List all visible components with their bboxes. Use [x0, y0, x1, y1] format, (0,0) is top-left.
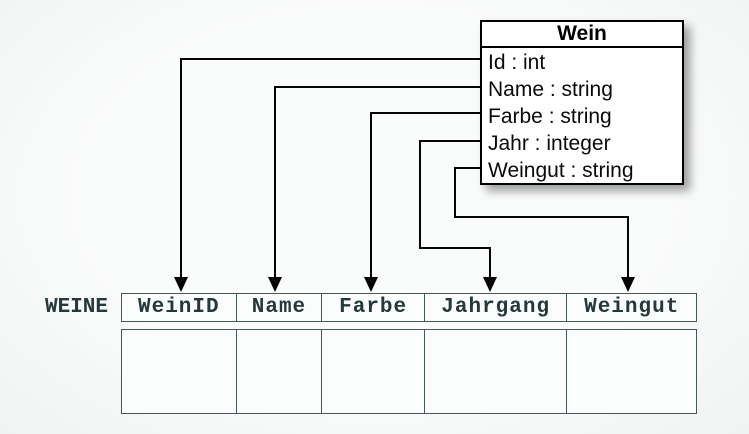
class-attributes: Id : int Name : string Farbe : string Ja… — [482, 48, 682, 184]
table-cell — [122, 330, 237, 413]
class-attribute-farbe: Farbe : string — [488, 105, 612, 128]
column-header-jahrgang: Jahrgang — [425, 294, 568, 321]
connector-id-to-weinid — [180, 58, 482, 278]
class-attribute-weingut: Weingut : string — [488, 159, 634, 182]
arrowhead-weingut — [621, 277, 635, 292]
uml-class-box-wein: Wein Id : int Name : string Farbe : stri… — [480, 20, 684, 185]
table-cell — [237, 330, 323, 413]
arrowhead-jahrgang — [483, 277, 497, 292]
class-attribute-id: Id : int — [488, 51, 546, 74]
table-cell — [567, 330, 696, 413]
table-cell — [322, 330, 425, 413]
table-name-label: WEINE — [44, 296, 108, 319]
arrowhead-weinid — [174, 277, 188, 292]
class-attribute-jahr: Jahr : integer — [488, 132, 611, 155]
arrowhead-name — [268, 277, 282, 292]
class-attribute-name: Name : string — [488, 78, 613, 101]
arrowhead-farbe — [364, 277, 378, 292]
table-header-row: WeinID Name Farbe Jahrgang Weingut — [121, 293, 697, 322]
column-header-weinid: WeinID — [122, 294, 237, 321]
connector-farbe-to-farbe — [370, 112, 482, 278]
column-header-farbe: Farbe — [322, 294, 425, 321]
table-cell — [425, 330, 568, 413]
column-header-weingut: Weingut — [584, 296, 680, 319]
class-title: Wein — [482, 22, 682, 48]
table-row — [121, 329, 697, 414]
column-header-name: Name — [237, 294, 323, 321]
connector-weingut-to-weingut — [454, 167, 629, 278]
connector-name-to-name — [274, 86, 482, 278]
connector-jahr-to-jahrgang — [419, 140, 491, 278]
